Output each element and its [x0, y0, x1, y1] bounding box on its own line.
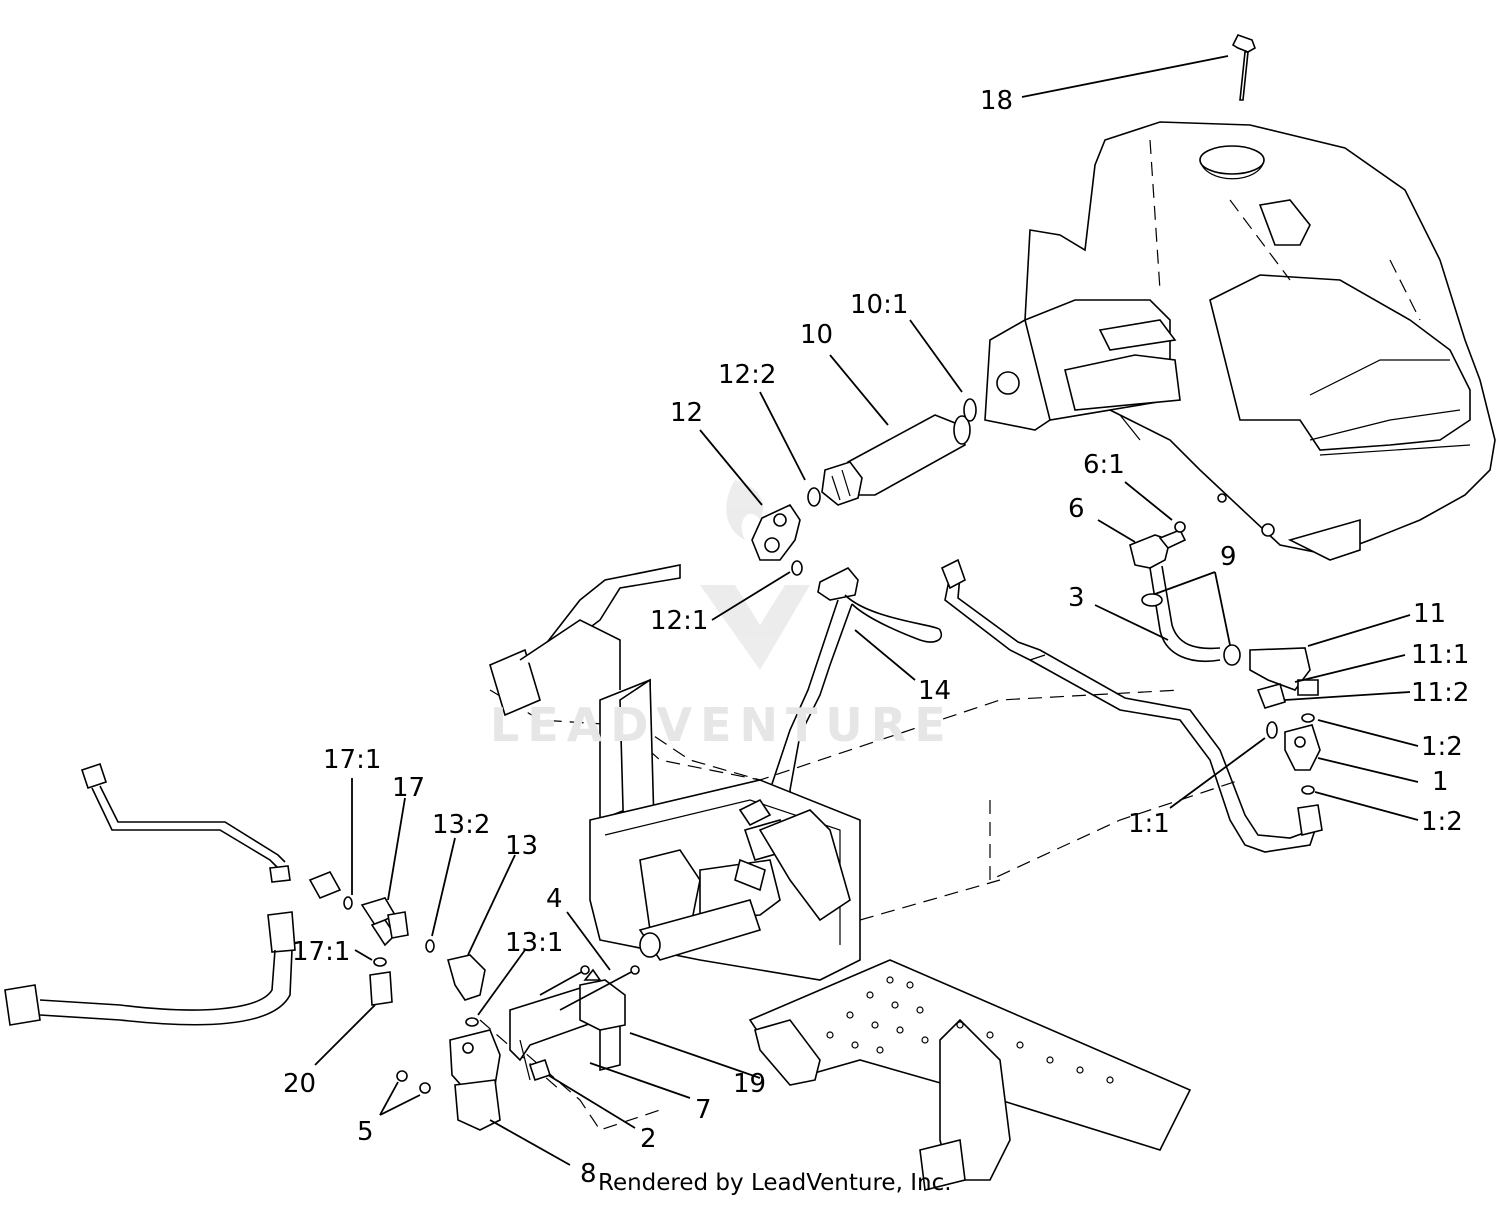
floor-plate-holes — [826, 976, 1114, 1084]
part-9-clamp-lower — [1223, 644, 1241, 666]
callout-1-2a: 1:2 — [1421, 732, 1463, 762]
floor-plate — [748, 959, 1192, 1191]
part-6-elbow — [1129, 528, 1187, 569]
part-14-fuel-hose — [769, 567, 942, 821]
callout-14: 14 — [918, 676, 951, 706]
part-12-elbow — [751, 503, 801, 561]
fuel-line-left — [4, 762, 296, 1026]
callout-11: 11 — [1413, 599, 1446, 629]
part-5-nut-b — [419, 1082, 431, 1094]
callout-2: 2 — [640, 1124, 657, 1154]
callout-12-2: 12:2 — [718, 360, 776, 390]
callout-3: 3 — [1068, 583, 1085, 613]
callout-4: 4 — [546, 884, 563, 914]
callout-8: 8 — [580, 1159, 597, 1189]
callout-11-2: 11:2 — [1411, 678, 1469, 708]
part-17-tee — [308, 870, 409, 947]
fuel-line-right — [940, 558, 1323, 853]
seat-frame — [489, 564, 861, 981]
callout-10: 10 — [800, 320, 833, 350]
callout-17-1a: 17:1 — [323, 745, 381, 775]
part-13-1-oring — [465, 1017, 479, 1027]
callout-7: 7 — [695, 1095, 712, 1125]
footer-credit: Rendered by LeadVenture, Inc. — [598, 1170, 952, 1196]
callout-1-1: 1:1 — [1128, 809, 1170, 839]
part-9-clamp-upper — [1141, 593, 1163, 607]
callout-13-2: 13:2 — [432, 810, 490, 840]
part-17-1-oring-upper — [343, 896, 353, 910]
fuel-tank — [984, 121, 1496, 561]
part-20-nut — [369, 971, 393, 1006]
part-10-fuel-filter — [821, 414, 971, 506]
callout-11-1: 11:1 — [1411, 640, 1469, 670]
callout-9: 9 — [1220, 542, 1237, 572]
part-5-nut-a — [396, 1070, 408, 1082]
callout-1: 1 — [1432, 767, 1449, 797]
watermark-logo-icon — [700, 480, 810, 670]
callout-1-2b: 1:2 — [1421, 807, 1463, 837]
callout-12-1: 12:1 — [650, 606, 708, 636]
leader-lines — [314, 55, 1419, 1166]
part-11-fitting — [1249, 647, 1319, 709]
part-12-2-oring — [807, 487, 821, 507]
part-1-1-oring — [1266, 721, 1278, 739]
callout-13-1: 13:1 — [505, 928, 563, 958]
part-1-2-oring-lower — [1301, 785, 1315, 795]
callout-12: 12 — [670, 398, 703, 428]
part-13-2-oring — [425, 939, 435, 953]
part-18-vent — [1231, 34, 1256, 101]
part-1-2-oring-upper — [1301, 713, 1315, 723]
callout-10-1: 10:1 — [850, 290, 908, 320]
callout-6-1: 6:1 — [1083, 450, 1125, 480]
part-3-hose — [1149, 565, 1221, 662]
callout-5: 5 — [357, 1117, 374, 1147]
watermark-text: LEADVENTURE — [490, 698, 954, 752]
part-8-fuel-valve — [449, 1029, 501, 1131]
callout-20: 20 — [283, 1069, 316, 1099]
part-17-1-oring-lower — [373, 957, 387, 967]
callout-17: 17 — [392, 773, 425, 803]
callout-18: 18 — [980, 86, 1013, 116]
part-6-1-oring — [1174, 521, 1186, 533]
callout-6: 6 — [1068, 494, 1085, 524]
callout-13: 13 — [505, 831, 538, 861]
part-10-1-oring — [963, 398, 977, 422]
callout-19: 19 — [733, 1069, 766, 1099]
part-2-bolt — [528, 1058, 552, 1082]
part-4-bolts — [539, 965, 640, 1011]
part-12-1-oring — [791, 560, 803, 576]
callout-17-1b: 17:1 — [292, 937, 350, 967]
part-13-elbow — [447, 954, 486, 1001]
part-1-tee — [1284, 724, 1321, 771]
